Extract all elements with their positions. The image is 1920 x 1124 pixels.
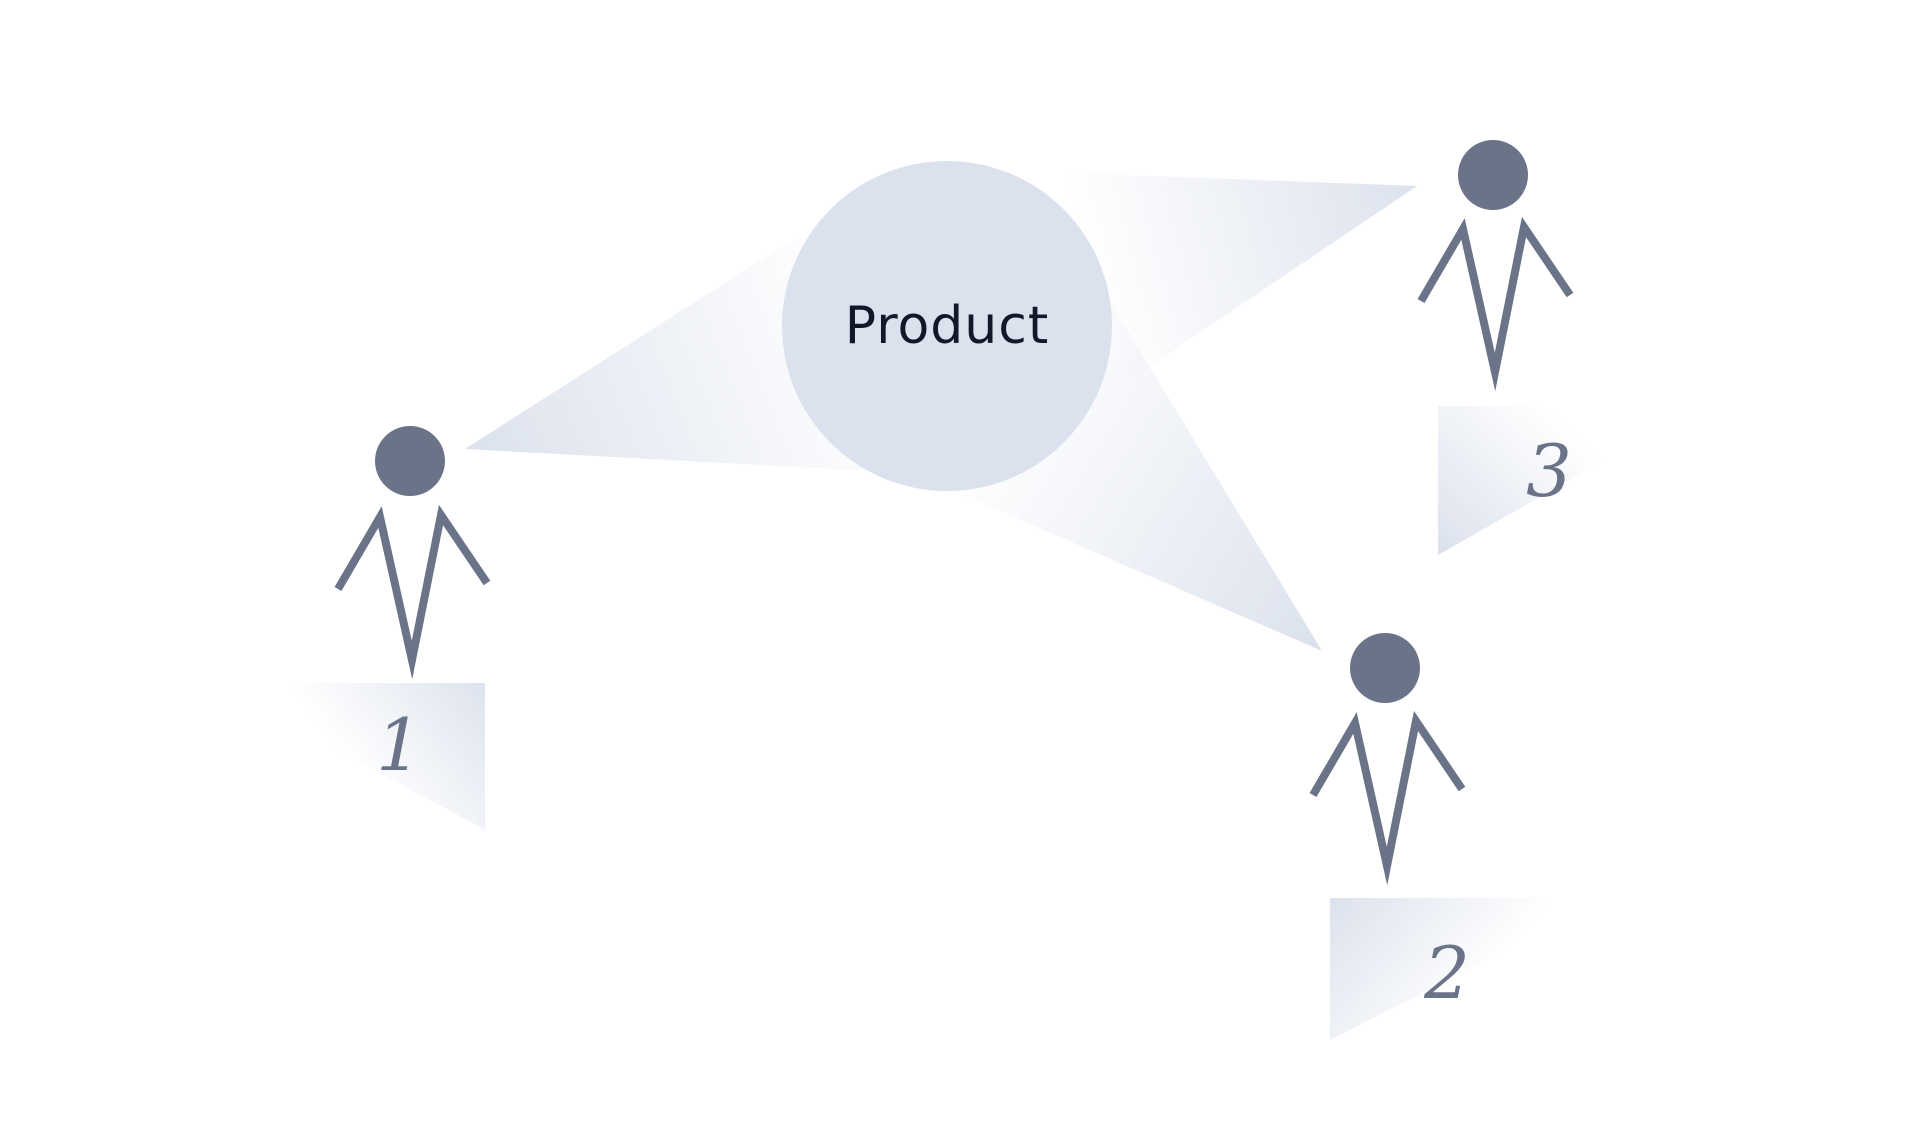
person-icon	[1309, 633, 1466, 886]
product-label: Product	[845, 296, 1049, 356]
number-plate-1	[215, 683, 485, 830]
person-icon	[1417, 140, 1574, 392]
person-number-1: 1	[376, 703, 422, 787]
beam-person-3	[1043, 172, 1417, 400]
number-plate-3	[1438, 406, 1700, 555]
product-circle	[782, 161, 1112, 491]
person-number-3: 3	[1526, 429, 1572, 513]
number-plate-2	[1330, 898, 1610, 1040]
person-icon	[334, 426, 491, 680]
beam-person-1	[465, 235, 890, 472]
person-number-2: 2	[1423, 931, 1470, 1015]
